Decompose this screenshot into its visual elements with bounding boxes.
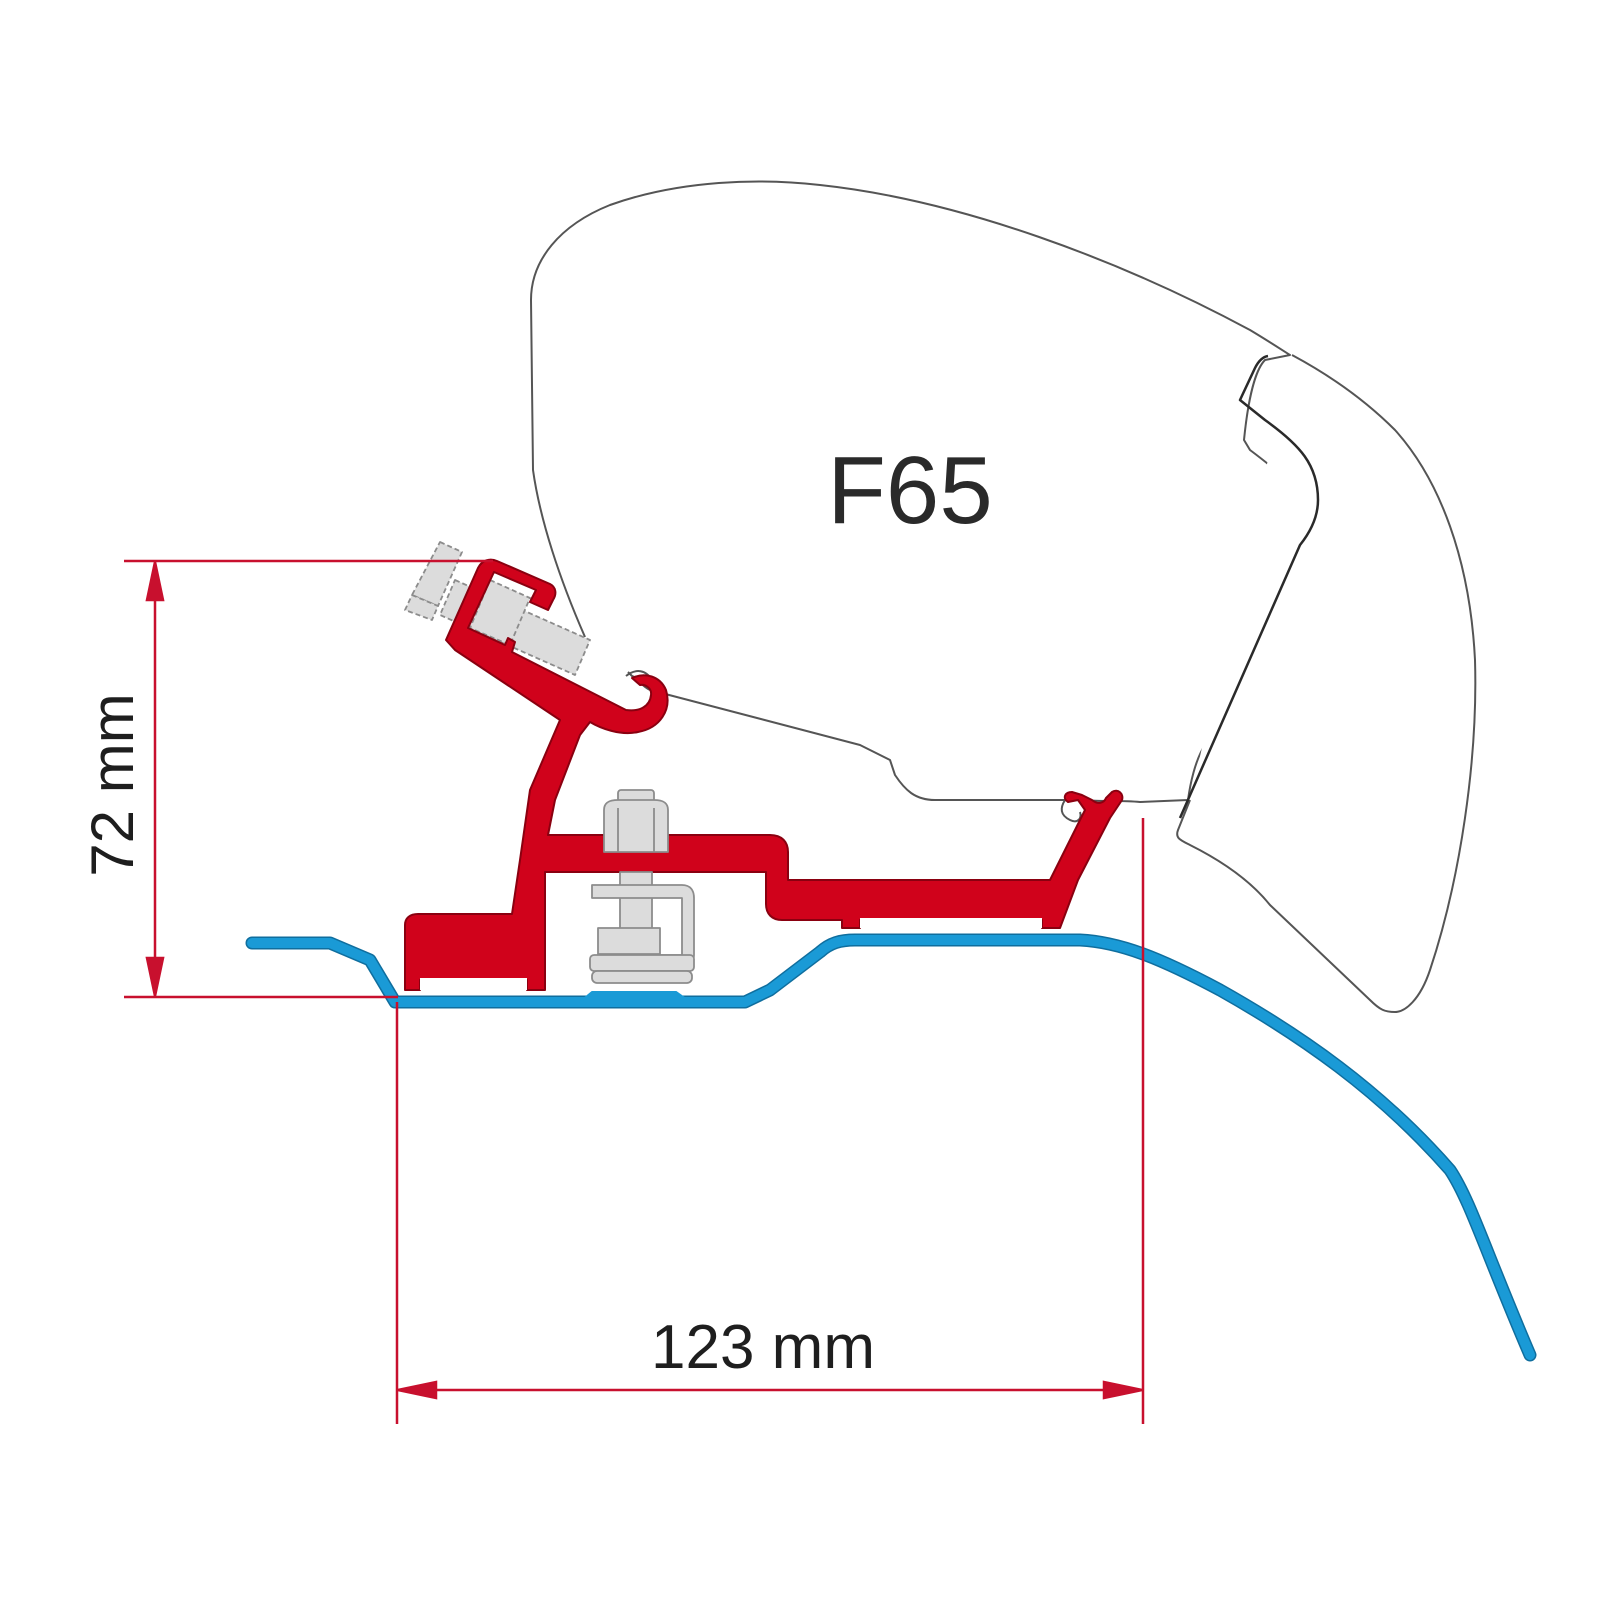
arrow-down-icon: [145, 956, 165, 997]
clamp-bolt: [589, 789, 695, 984]
bracket-serration-teeth: [420, 912, 1042, 978]
width-dimension-label: 123 mm: [651, 1313, 875, 1382]
awning-housing: [530, 180, 1477, 1013]
vehicle-roof: [245, 933, 1537, 1362]
awning-model-label: F65: [827, 437, 992, 544]
bracket-serrations: [420, 918, 1042, 990]
adapter-bracket: [404, 558, 1124, 991]
arrow-left-icon: [397, 1380, 438, 1400]
arrow-right-icon: [1102, 1380, 1143, 1400]
dimension-width: [395, 818, 1145, 1424]
dimension-height: [124, 559, 493, 999]
height-dimension-label: 72 mm: [79, 693, 146, 876]
arrow-up-icon: [145, 561, 165, 602]
